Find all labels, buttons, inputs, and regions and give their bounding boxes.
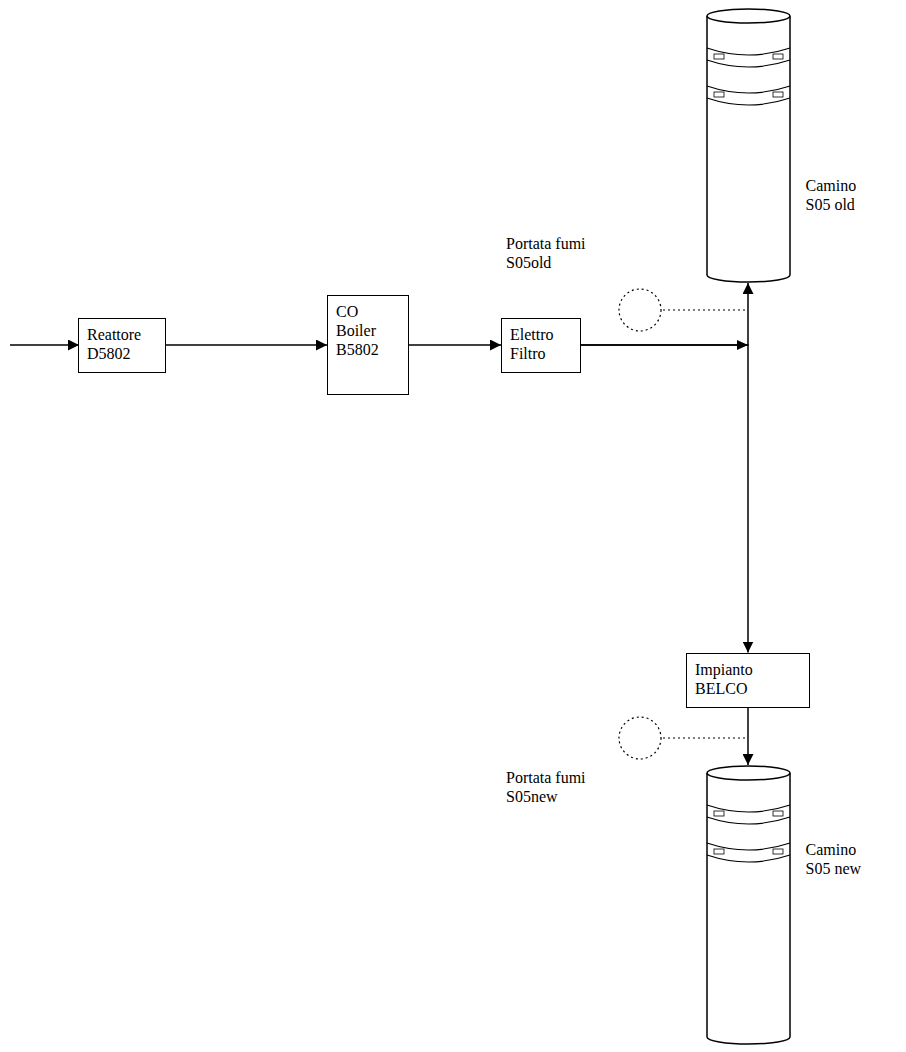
stack-band: [707, 60, 790, 67]
stack-label: Camino S05 old: [806, 176, 878, 214]
instrument-circle-line: [619, 289, 661, 331]
process-box: CO Boiler B5802: [327, 295, 409, 395]
band-clamp: [714, 54, 724, 59]
flow-connector: [581, 345, 748, 653]
band-clamp: [773, 92, 783, 97]
stack-body: [707, 16, 790, 282]
band-clamp: [714, 811, 724, 816]
box-label: CO Boiler B5802: [336, 302, 394, 360]
stack-cylinder: Camino S05 new: [706, 765, 791, 1045]
instrument-circle: Portata fumi S05new: [618, 716, 662, 760]
stack-top: [707, 9, 790, 23]
band-clamp: [773, 811, 783, 816]
flow-connector: [747, 708, 749, 766]
band-clamp: [773, 54, 783, 59]
flow-connector: [166, 344, 327, 346]
box-label: Reattore D5802: [87, 325, 157, 363]
instrument-outline: [618, 716, 662, 760]
process-box: Reattore D5802: [78, 318, 166, 373]
instrument-leader: [663, 309, 746, 310]
instrument-label: Portata fumi S05old: [506, 234, 606, 272]
instrument-circle: Portata fumi S05old: [618, 288, 662, 332]
process-box: Impianto BELCO: [686, 653, 810, 708]
band-clamp: [714, 849, 724, 854]
instrument-outline: [618, 288, 662, 332]
stack-top: [707, 766, 790, 780]
box-label: Elettro Filtro: [510, 325, 572, 363]
box-label: Impianto BELCO: [695, 660, 783, 698]
stack-body: [707, 773, 790, 1044]
instrument-circle-line: [619, 717, 661, 759]
stack-band: [707, 817, 790, 824]
instrument-label: Portata fumi S05new: [506, 768, 606, 806]
flow-connector: [581, 283, 748, 345]
instrument-leader: [663, 737, 746, 738]
stack-band: [707, 98, 790, 105]
band-clamp: [773, 849, 783, 854]
band-clamp: [714, 92, 724, 97]
stack-band: [707, 855, 790, 862]
stack-cylinder: Camino S05 old: [706, 8, 791, 283]
stack-outline: [706, 765, 791, 1045]
flow-connector: [409, 344, 501, 346]
stack-outline: [706, 8, 791, 283]
feed-arrow: [10, 344, 79, 346]
stack-label: Camino S05 new: [806, 840, 878, 878]
process-box: Elettro Filtro: [501, 318, 581, 373]
